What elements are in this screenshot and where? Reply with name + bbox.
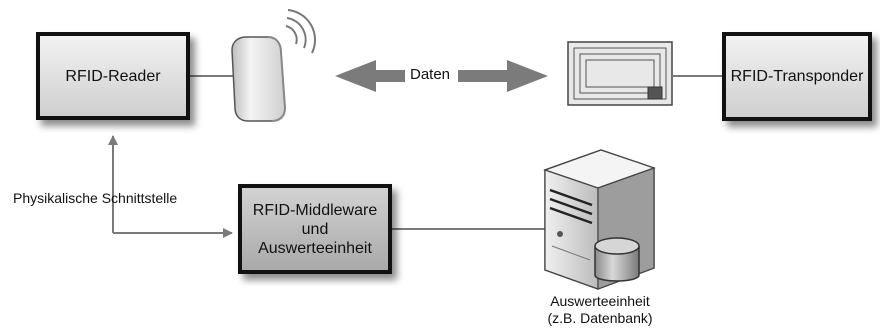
middleware-label-line-2: und (301, 220, 329, 238)
rfid-transponder-box: RFID-Transponder (722, 32, 872, 121)
middleware-label-line-1: RFID-Middleware (252, 201, 378, 219)
rfid-reader-label: RFID-Reader (65, 67, 161, 85)
reader-antenna-icon (231, 36, 287, 122)
server-caption-line-1: Auswerteeinheit (550, 293, 650, 309)
database-icon (594, 237, 640, 282)
rfid-reader-box: RFID-Reader (36, 32, 190, 120)
data-exchange-label: Daten (409, 66, 452, 83)
data-exchange-arrow (335, 60, 548, 92)
rfid-tag-icon (567, 41, 673, 106)
rfid-transponder-label: RFID-Transponder (730, 68, 864, 85)
interface-label: Physikalische Schnittstelle (13, 190, 178, 206)
server-caption: Auswerteeinheit (z.B. Datenbank) (515, 293, 685, 327)
middleware-label-line-3: Auswerteeinheit (258, 239, 372, 257)
rfid-middleware-box: RFID-Middleware und Auswerteeinheit (238, 184, 392, 274)
wifi-waves-icon (285, 9, 317, 54)
server-caption-line-2: (z.B. Datenbank) (547, 310, 653, 326)
server-icon (543, 149, 656, 290)
